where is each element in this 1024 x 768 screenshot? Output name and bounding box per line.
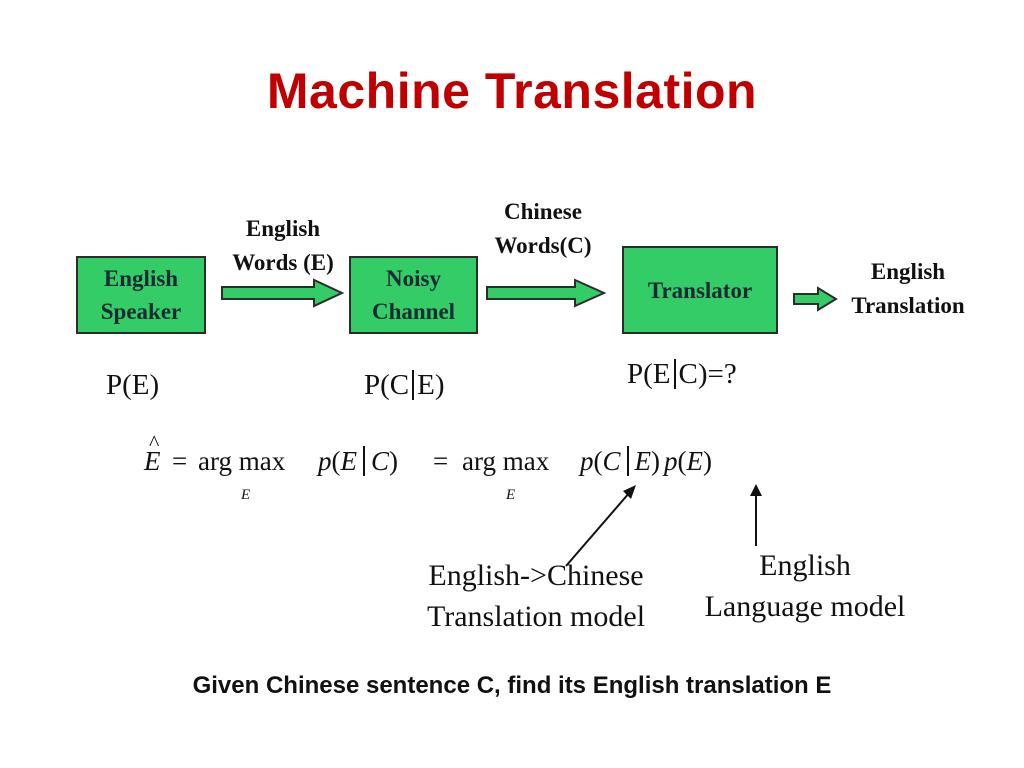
note-line1: English	[759, 549, 851, 582]
english-words-label: English Words (E)	[210, 212, 356, 280]
prob-pe: P(E)	[106, 369, 159, 402]
equals-1: =	[172, 446, 188, 476]
prob-text: C)=?	[678, 358, 737, 390]
box-label-line1: English	[103, 266, 179, 291]
prob-text: )	[149, 369, 160, 401]
given-bar	[412, 370, 415, 400]
note-line1: English->Chinese	[428, 559, 644, 592]
arrow-translator-to-output	[793, 286, 838, 312]
eq-symbol: p	[318, 446, 332, 476]
arrow-channel-to-translator	[486, 278, 607, 308]
box-label-line2: Channel	[371, 299, 456, 324]
prob-text: P(E	[106, 369, 150, 401]
translation-model-note: English->Chinese Translation model	[404, 555, 668, 637]
prob-text: P(C	[364, 369, 410, 401]
label-line1: English	[870, 259, 946, 284]
eq-symbol: )	[703, 446, 713, 476]
arrow-speaker-to-channel	[221, 278, 345, 308]
eq-symbol: p	[580, 446, 594, 476]
eq-symbol: (	[677, 446, 687, 476]
label-line2: Translation	[851, 293, 965, 318]
note-line2: Language model	[704, 590, 906, 623]
eq-symbol: p	[664, 446, 678, 476]
eq-symbol: E	[340, 446, 358, 476]
eq-symbol: (	[593, 446, 603, 476]
argmax-2-subscript: E	[506, 487, 516, 503]
argmax-1-subscript: E	[241, 487, 251, 503]
pointer-translation-model-head	[623, 485, 636, 499]
argmax-2: arg max	[462, 446, 550, 476]
slide-title: Machine Translation	[266, 63, 758, 119]
given-bar	[363, 446, 365, 476]
pointer-translation-model	[565, 491, 631, 567]
label-line1: English	[245, 216, 321, 241]
note-line2: Translation model	[426, 600, 646, 633]
footer-caption: Given Chinese sentence C, find its Engli…	[192, 672, 832, 699]
language-model-note: English Language model	[682, 545, 928, 627]
eq-symbol: E	[634, 446, 652, 476]
eq-symbol: )	[389, 446, 399, 476]
label-line1: Chinese	[504, 199, 582, 224]
eq-symbol: E	[144, 446, 161, 476]
pointer-language-model-head	[750, 484, 762, 496]
box-label-line1: Translator	[647, 277, 753, 303]
ehat-symbol: E	[144, 446, 161, 477]
english-speaker-box: English Speaker	[76, 256, 206, 334]
prob-text: E)	[417, 369, 445, 401]
eq-symbol: E	[686, 446, 704, 476]
box-label-line1: Noisy	[386, 266, 441, 291]
eq-symbol: C	[371, 446, 390, 476]
argmax-1: arg max	[198, 446, 286, 476]
hat-accent: ^	[149, 430, 160, 455]
given-bar	[673, 359, 676, 389]
chinese-words-label: Chinese Words(C)	[470, 195, 616, 263]
translator-box: Translator	[622, 246, 778, 334]
eq-symbol: )	[651, 446, 661, 476]
given-bar	[626, 446, 629, 476]
noisy-channel-box: Noisy Channel	[349, 256, 478, 334]
eq-symbol: (	[331, 446, 341, 476]
eq-symbol: C	[602, 446, 621, 476]
english-translation-label: English Translation	[832, 255, 984, 323]
label-line2: Words(C)	[494, 233, 592, 258]
prob-text: P(E	[627, 358, 671, 390]
box-label-line2: Speaker	[100, 299, 182, 324]
equals-2: =	[433, 446, 449, 476]
label-line2: Words (E)	[232, 250, 334, 275]
